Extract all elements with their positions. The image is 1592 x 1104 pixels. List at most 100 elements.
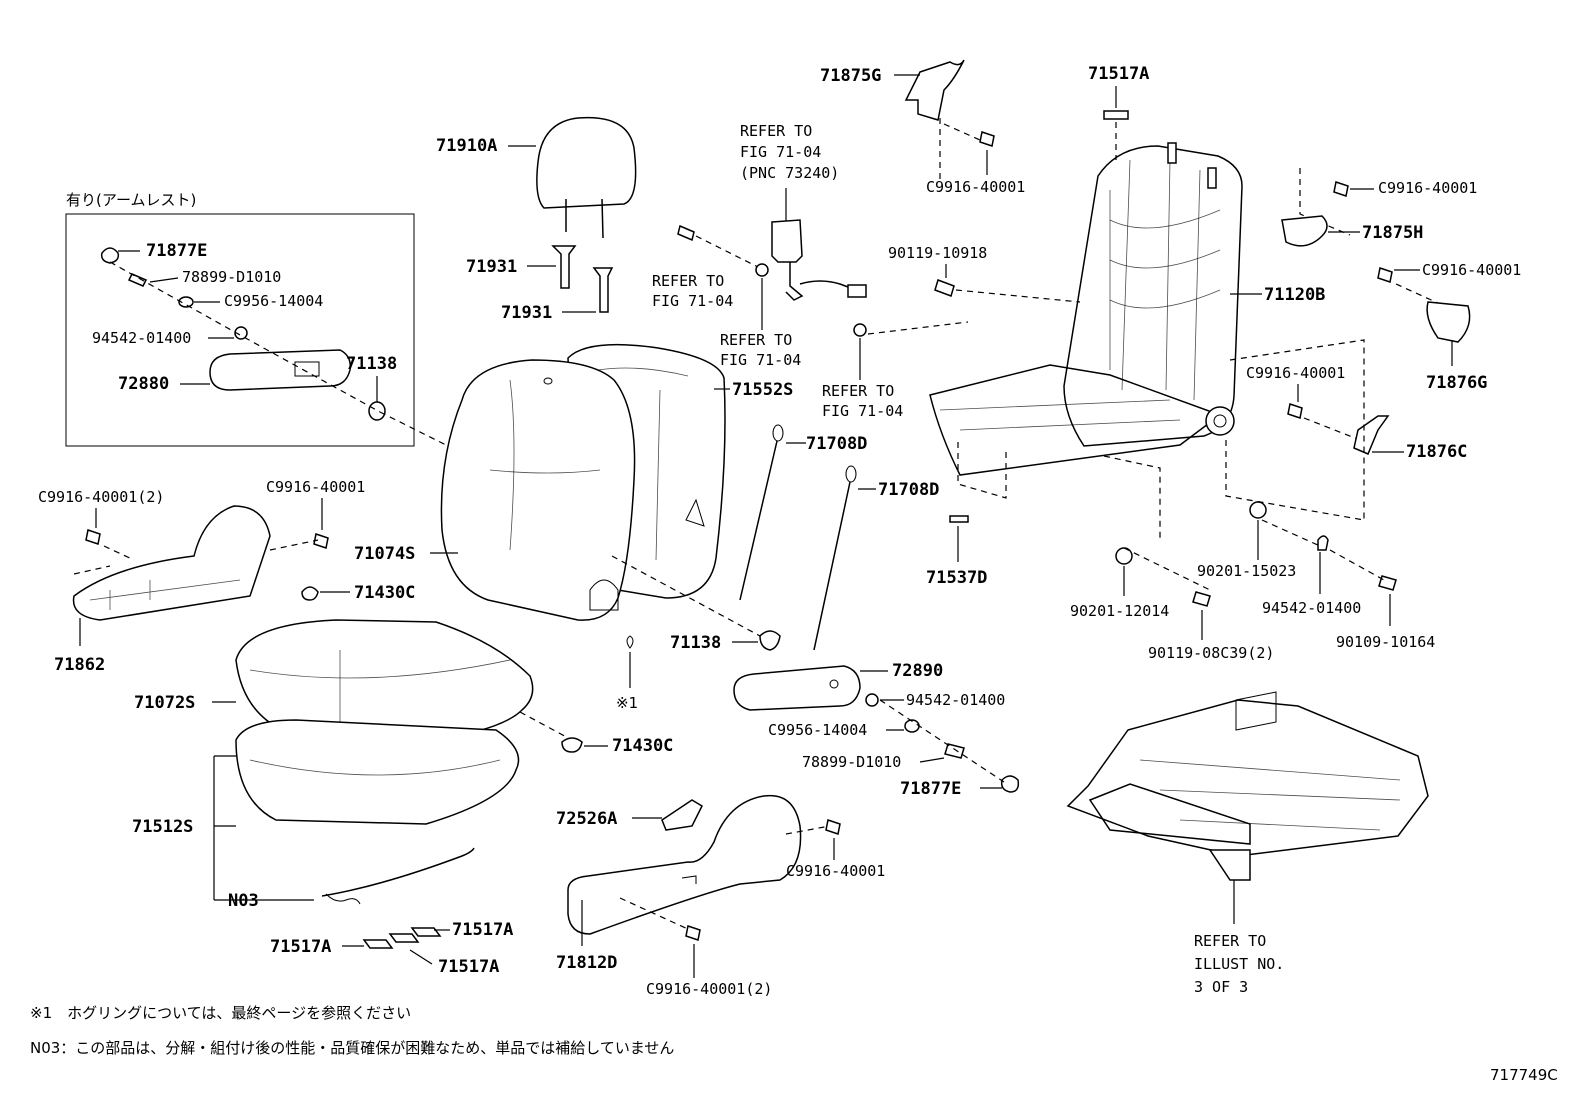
label-sticker-71517a <box>1103 110 1129 120</box>
washer-icon <box>1249 501 1267 519</box>
label-71120b: 71120B <box>1264 285 1325 305</box>
nut-icon <box>1317 535 1329 551</box>
cap-71877e-mid <box>1000 775 1020 793</box>
footnote-1: ※1 ホグリングについては、最終ページを参照ください <box>30 1004 411 1022</box>
refer-text-1b: FIG 71-04 <box>740 143 821 161</box>
label-n03: N03 <box>228 891 259 911</box>
bolt-icon <box>1192 591 1211 607</box>
buckle-icon <box>771 219 803 263</box>
screw-icon <box>685 925 701 941</box>
bolt-icon <box>944 743 965 759</box>
label-71138-mid: 71138 <box>670 633 721 653</box>
label-sticker-71537d <box>949 515 969 523</box>
seatback-cover-71074s <box>440 359 636 621</box>
right-armrest-group: 71138 72890 94542-01400 C9956-14004 7889… <box>611 555 1020 799</box>
refer-text-1c: (PNC 73240) <box>740 164 839 182</box>
label-72526a: 72526A <box>556 809 617 829</box>
screw-icon <box>1377 267 1393 283</box>
label-71517a-b: 71517A <box>270 937 331 957</box>
nut-icon <box>865 693 879 707</box>
label-c9956-mid: C9956-14004 <box>768 721 867 739</box>
screw-icon <box>1287 403 1303 419</box>
label-c9916-c: C9916-40001 <box>1422 261 1521 279</box>
sticker-71517a-b <box>388 933 420 943</box>
label-c9916-b: C9916-40001 <box>1378 179 1477 197</box>
refer-text-3b: FIG 71-04 <box>720 351 801 369</box>
label-71931-a: 71931 <box>466 257 517 277</box>
label-71931-b: 71931 <box>501 303 552 323</box>
screw-icon <box>979 131 995 147</box>
washer-icon <box>178 296 194 308</box>
seatback-group: 71552S 71074S <box>354 343 793 621</box>
label-c9916-a: C9916-40001 <box>926 178 1025 196</box>
label-71430c-b: 71430C <box>612 736 673 756</box>
guide-71931-b <box>592 267 614 313</box>
washer-icon <box>1115 547 1133 565</box>
wire-harness-n03 <box>321 847 475 897</box>
bolt-icon <box>934 279 955 297</box>
screw-icon <box>85 529 101 545</box>
label-90119-10918: 90119-10918 <box>888 244 987 262</box>
armrest-72890 <box>733 665 861 711</box>
label-71812d: 71812D <box>556 953 617 973</box>
label-90119-08c39: 90119-08C39(2) <box>1148 644 1274 662</box>
screw-icon <box>1333 181 1349 197</box>
label-c9916-d: C9916-40001 <box>1246 364 1345 382</box>
guide-71931-a <box>551 245 577 289</box>
refer-text-5b: ILLUST NO. <box>1194 955 1284 973</box>
label-71876c: 71876C <box>1406 442 1467 462</box>
label-94542-box: 94542-01400 <box>92 329 191 347</box>
plug-71138-icon <box>368 401 386 421</box>
clip-71430c-b <box>561 737 583 753</box>
label-c9916-f: C9916-40001 <box>786 862 885 880</box>
label-71512s: 71512S <box>132 817 193 837</box>
label-94542-mid: 94542-01400 <box>906 691 1005 709</box>
cover-71876g <box>1426 301 1471 343</box>
refer-text-2b: FIG 71-04 <box>652 292 733 310</box>
label-78899-box: 78899-D1010 <box>182 268 281 286</box>
seat-pad-71512s <box>235 719 520 825</box>
armrest-72880 <box>209 349 352 391</box>
knob-72526a <box>661 799 703 831</box>
refer-text-4b: FIG 71-04 <box>822 402 903 420</box>
refer-text-4a: REFER TO <box>822 382 894 400</box>
plug-71138-mid <box>759 630 781 651</box>
recliner-cover-group: 72526A C9916-40001 C9916-40001(2) 71812D <box>556 794 885 998</box>
label-94542-right: 94542-01400 <box>1262 599 1361 617</box>
recliner-cover-71812d <box>567 794 802 935</box>
label-72890: 72890 <box>892 661 943 681</box>
label-71862: 71862 <box>54 655 105 675</box>
side-shield-group: C9916-40001(2) C9916-40001 71862 <box>38 478 365 675</box>
cap-71877e-icon <box>100 247 120 264</box>
label-71517a-a: 71517A <box>452 920 513 940</box>
label-71537d: 71537D <box>926 568 987 588</box>
cover-71875g <box>904 59 965 121</box>
label-71138-box: 71138 <box>346 354 397 374</box>
nut-94542-icon <box>234 326 248 340</box>
cover-71875h <box>1281 215 1328 247</box>
washer-icon <box>755 263 769 277</box>
label-71517a-c: 71517A <box>438 957 499 977</box>
note-mark-1: ※1 <box>616 694 638 712</box>
label-71877e-box: 71877E <box>146 241 207 261</box>
label-71708d-a: 71708D <box>806 434 867 454</box>
screw-icon <box>825 819 841 835</box>
headrest-71910a <box>536 116 637 209</box>
refer-text-3a: REFER TO <box>720 331 792 349</box>
armrest-box-title: 有り(アームレスト) <box>66 191 196 209</box>
clip-71430c-a <box>301 586 319 601</box>
label-90109-10164: 90109-10164 <box>1336 633 1435 651</box>
label-71074s: 71074S <box>354 544 415 564</box>
label-71910a: 71910A <box>436 136 497 156</box>
headrest-group: 71910A 71931 71931 <box>436 116 637 323</box>
seatbelt-buckle-group: REFER TO FIG 71-04 (PNC 73240) REFER TO … <box>652 122 969 420</box>
bolt-78899-icon <box>127 273 148 287</box>
figure-id: 717749C <box>1490 1066 1558 1084</box>
label-c9956-box: C9956-14004 <box>224 292 323 310</box>
label-71876g: 71876G <box>1426 373 1487 393</box>
label-71875h: 71875H <box>1362 223 1423 243</box>
armrest-option-box: 有り(アームレスト) 71877E 78899-D1010 C9956-1400… <box>65 191 461 453</box>
label-c9916-e: C9916-40001 <box>266 478 365 496</box>
